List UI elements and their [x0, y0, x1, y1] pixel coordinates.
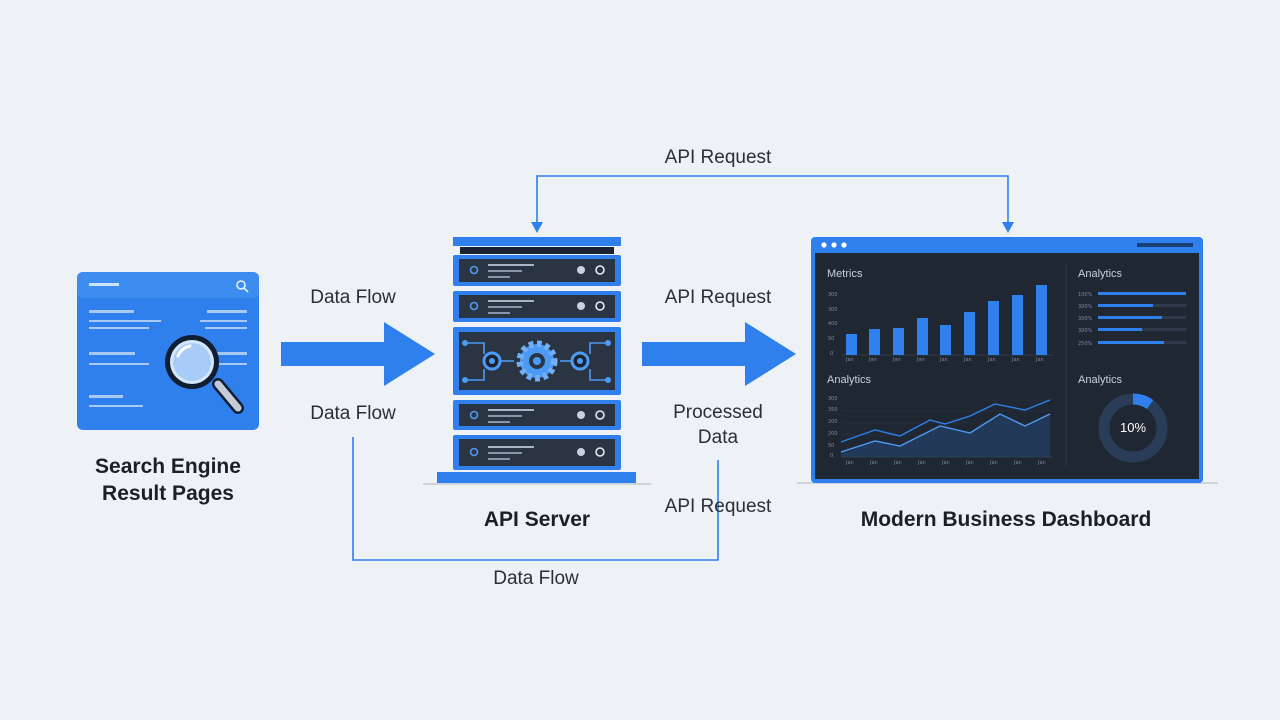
- svg-text:Jan: Jan: [893, 460, 902, 466]
- analytics-title-line: Analytics: [827, 374, 872, 386]
- api-request-connector: [536, 175, 1009, 228]
- svg-text:Jan: Jan: [1035, 357, 1044, 363]
- svg-text:Jan: Jan: [845, 357, 854, 363]
- svg-text:50: 50: [828, 336, 834, 342]
- title-dashboard: Modern Business Dashboard: [860, 508, 1152, 531]
- label-api-request-mid: API Request: [664, 287, 772, 308]
- serp-card: [77, 272, 259, 430]
- svg-text:0: 0: [830, 351, 833, 357]
- magnifier-icon: [165, 335, 244, 414]
- metrics-title: Metrics: [827, 268, 863, 280]
- svg-text:Jan: Jan: [963, 357, 972, 363]
- metrics-bar-chart: 300 300 400 50 0 Jan Jan Jan Jan Jan Jan Jan…: [828, 285, 1054, 363]
- svg-text:300: 300: [828, 307, 838, 313]
- dashboard-window: Metrics Analytics Analytics Analytics 30…: [797, 237, 1218, 484]
- svg-text:300%: 300%: [1078, 328, 1093, 334]
- analytics-donut: 10%: [1098, 393, 1168, 463]
- bar: [869, 329, 880, 355]
- analytics-title-right: Analytics: [1078, 268, 1123, 280]
- bar: [988, 301, 999, 355]
- svg-text:Jan: Jan: [916, 357, 925, 363]
- svg-text:Jan: Jan: [987, 357, 996, 363]
- svg-text:300: 300: [828, 396, 838, 402]
- svg-text:Jan: Jan: [845, 460, 854, 466]
- donut-label: 10%: [1120, 420, 1146, 435]
- svg-text:Jan: Jan: [917, 460, 926, 466]
- svg-text:200: 200: [828, 419, 838, 425]
- svg-text:Jan: Jan: [869, 460, 878, 466]
- analytics-title-donut: Analytics: [1078, 374, 1123, 386]
- bar: [964, 312, 975, 355]
- analytics-line-chart: 300 350 200 200 50 0 Jan Jan Jan Jan Jan Jan Ja…: [828, 396, 1052, 466]
- svg-text:300%: 300%: [1078, 316, 1093, 322]
- svg-text:200: 200: [828, 431, 838, 437]
- server-rack-icon: [423, 237, 651, 485]
- bar: [917, 318, 928, 355]
- svg-text:Jan: Jan: [868, 357, 877, 363]
- svg-text:Jan: Jan: [939, 357, 948, 363]
- svg-text:Jan: Jan: [965, 460, 974, 466]
- bar: [893, 328, 904, 355]
- svg-text:Jan: Jan: [1011, 357, 1020, 363]
- svg-text:0: 0: [830, 453, 833, 459]
- label-api-request-bottom: API Request: [664, 496, 772, 517]
- label-api-request-top: API Request: [664, 147, 772, 168]
- search-icon: [236, 280, 249, 293]
- svg-text:350: 350: [828, 407, 838, 413]
- svg-text:Jan: Jan: [892, 357, 901, 363]
- svg-text:300: 300: [828, 292, 838, 298]
- label-data-flow-top: Data Flow: [310, 287, 396, 308]
- title-serp: Search Engine Result Pages: [95, 455, 241, 505]
- bar: [940, 325, 951, 355]
- svg-text:Jan: Jan: [1013, 460, 1022, 466]
- bar: [1036, 285, 1047, 355]
- window-controls: [821, 242, 847, 248]
- svg-text:300%: 300%: [1078, 304, 1093, 310]
- data-flow-connector: [352, 437, 719, 561]
- svg-text:Jan: Jan: [989, 460, 998, 466]
- svg-text:Jan: Jan: [1037, 460, 1046, 466]
- arrow-right-icon: [281, 322, 435, 386]
- label-data-flow-mid: Data Flow: [310, 403, 396, 424]
- label-processed-data: Processed Data: [673, 402, 763, 448]
- bar: [846, 334, 857, 355]
- svg-text:Jan: Jan: [941, 460, 950, 466]
- label-data-flow-bottom: Data Flow: [493, 568, 579, 589]
- gear-icon: [516, 340, 558, 382]
- svg-text:50: 50: [828, 443, 834, 449]
- analytics-hbar-chart: 100% 300% 300% 300% 250%: [1078, 292, 1186, 347]
- arrow-right-icon: [642, 322, 796, 386]
- title-api-server: API Server: [483, 508, 591, 531]
- svg-text:100%: 100%: [1078, 292, 1093, 298]
- svg-text:250%: 250%: [1078, 341, 1093, 347]
- bar: [1012, 295, 1023, 355]
- svg-text:400: 400: [828, 321, 838, 327]
